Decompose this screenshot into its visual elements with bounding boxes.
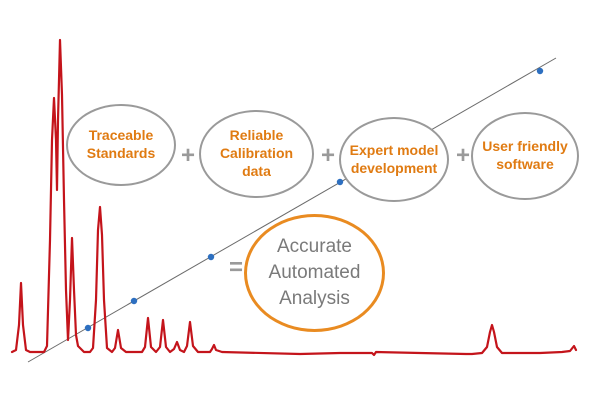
expert-model-bubble: Expert model development (339, 117, 449, 202)
traceable-standards-bubble: Traceable Standards (66, 104, 176, 186)
plus-operator-1: + (180, 142, 195, 169)
traceable-standards-label: Traceable Standards (86, 127, 156, 161)
user-friendly-software-label: User friendly software (482, 138, 568, 172)
calibration-point (336, 178, 344, 186)
calibration-point (84, 324, 92, 332)
reliable-calibration-label: Reliable Calibration data (219, 127, 294, 179)
calibration-point (130, 297, 138, 305)
calibration-point (536, 67, 544, 75)
calibration-line (27, 57, 557, 363)
plus-operator-2: + (320, 142, 335, 169)
user-friendly-software-bubble: User friendly software (471, 112, 579, 200)
equals-operator: = (228, 254, 243, 281)
calibration-point (207, 253, 215, 261)
expert-model-label: Expert model development (349, 141, 439, 176)
reliable-calibration-bubble: Reliable Calibration data (199, 110, 314, 198)
accurate-automated-analysis-bubble: Accurate Automated Analysis (244, 214, 385, 332)
plus-operator-3: + (455, 142, 470, 169)
spectrum-trace (10, 38, 578, 357)
accurate-automated-analysis-label: Accurate Automated Analysis (268, 235, 361, 310)
